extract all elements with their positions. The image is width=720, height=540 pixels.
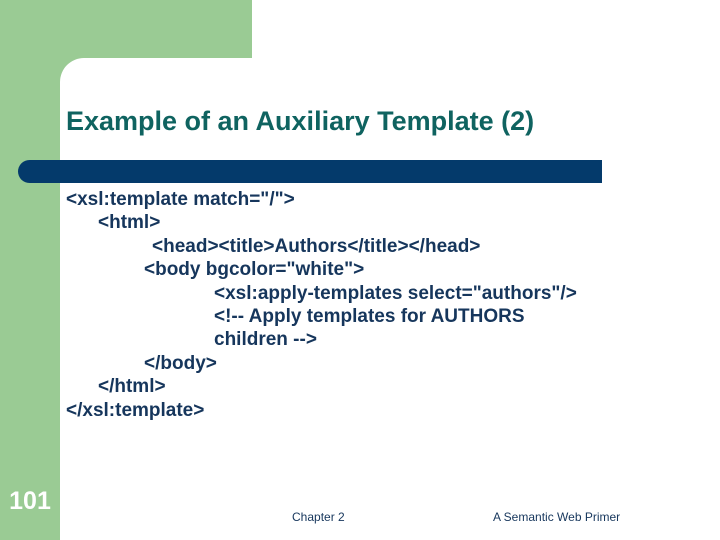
code-line: <html> [98, 212, 161, 234]
footer-book-title: A Semantic Web Primer [493, 510, 621, 524]
code-line: children --> [214, 329, 317, 351]
code-line: </html> [98, 376, 166, 398]
code-line: </body> [144, 352, 217, 374]
footer-chapter-label: Chapter 2 [292, 510, 345, 524]
white-content-panel [60, 58, 720, 540]
title-underline-bar [18, 160, 602, 183]
green-left-sidebar-decoration [0, 0, 60, 540]
code-line: <xsl:apply-templates select="authors"/> [214, 282, 577, 304]
code-line: <body bgcolor="white"> [144, 259, 365, 281]
code-line: <xsl:template match="/"> [66, 189, 295, 210]
code-block: <xsl:template match="/"> <html> <head><t… [66, 188, 714, 422]
code-line: <head><title>Authors</title></head> [152, 235, 481, 257]
code-line: </xsl:template> [66, 399, 205, 421]
page-number: 101 [9, 487, 51, 515]
page-title: Example of an Auxiliary Template (2) [66, 106, 535, 136]
code-line: <!-- Apply templates for AUTHORS [214, 306, 525, 328]
